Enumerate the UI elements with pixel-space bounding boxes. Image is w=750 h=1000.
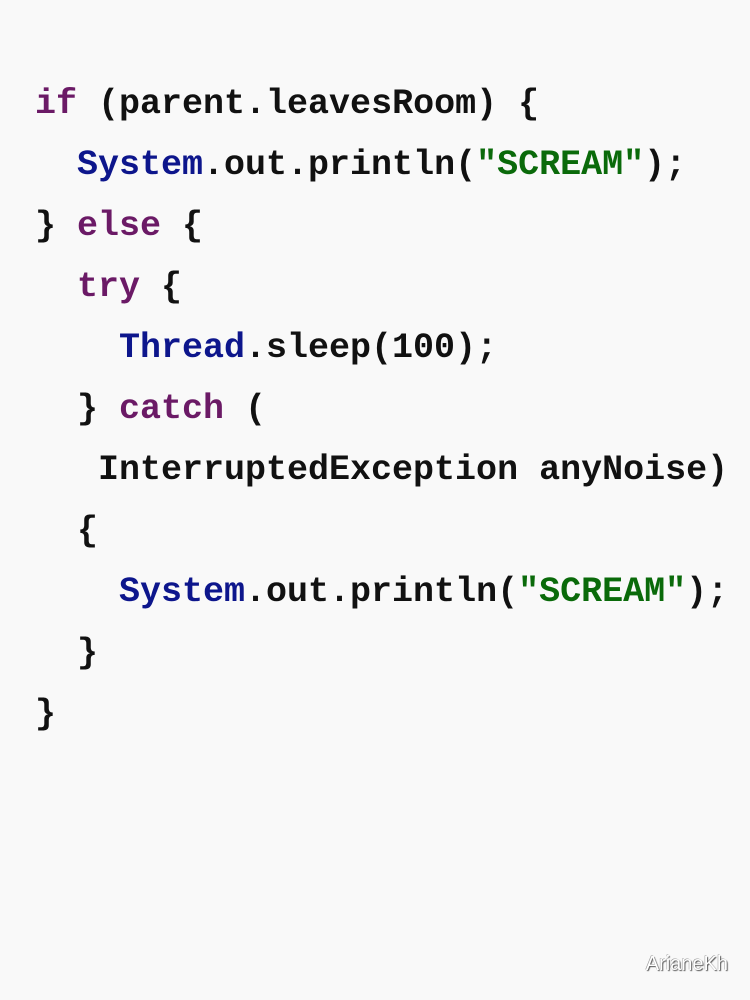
keyword-token: catch — [119, 389, 225, 429]
code-token: { — [140, 267, 183, 307]
code-line: System.out.println("SCREAM"); — [35, 135, 728, 196]
code-line: } — [35, 684, 728, 745]
code-token: .sleep(100); — [245, 328, 498, 368]
code-line: } catch ( — [35, 379, 728, 440]
code-line: } — [35, 623, 728, 684]
class-token: Thread — [119, 328, 246, 368]
code-line: InterruptedException anyNoise) — [35, 440, 728, 501]
keyword-token: if — [35, 84, 78, 124]
code-line: if (parent.leavesRoom) { — [35, 74, 728, 135]
code-line: } else { — [35, 196, 728, 257]
code-token: } — [35, 694, 57, 734]
string-token: "SCREAM" — [518, 572, 687, 612]
code-token: ); — [686, 572, 729, 612]
code-token: } — [35, 206, 78, 246]
code-line: { — [35, 501, 728, 562]
code-token: .out.println( — [203, 145, 477, 185]
code-snippet: if (parent.leavesRoom) {System.out.print… — [35, 74, 728, 745]
code-token: ); — [644, 145, 687, 185]
code-token: { — [77, 511, 99, 551]
code-token: ( — [224, 389, 267, 429]
code-token: .out.println( — [245, 572, 519, 612]
class-token: System — [119, 572, 246, 612]
code-token: { — [161, 206, 204, 246]
code-token: InterruptedException anyNoise) — [98, 450, 729, 490]
code-line: System.out.println("SCREAM"); — [35, 562, 728, 623]
code-token: } — [77, 389, 120, 429]
artist-watermark: ArianeKh — [645, 953, 728, 975]
string-token: "SCREAM" — [476, 145, 645, 185]
keyword-token: else — [77, 206, 162, 246]
code-line: Thread.sleep(100); — [35, 318, 728, 379]
class-token: System — [77, 145, 204, 185]
keyword-token: try — [77, 267, 141, 307]
code-line: try { — [35, 257, 728, 318]
code-token: } — [77, 633, 99, 673]
code-token: (parent.leavesRoom) { — [77, 84, 540, 124]
